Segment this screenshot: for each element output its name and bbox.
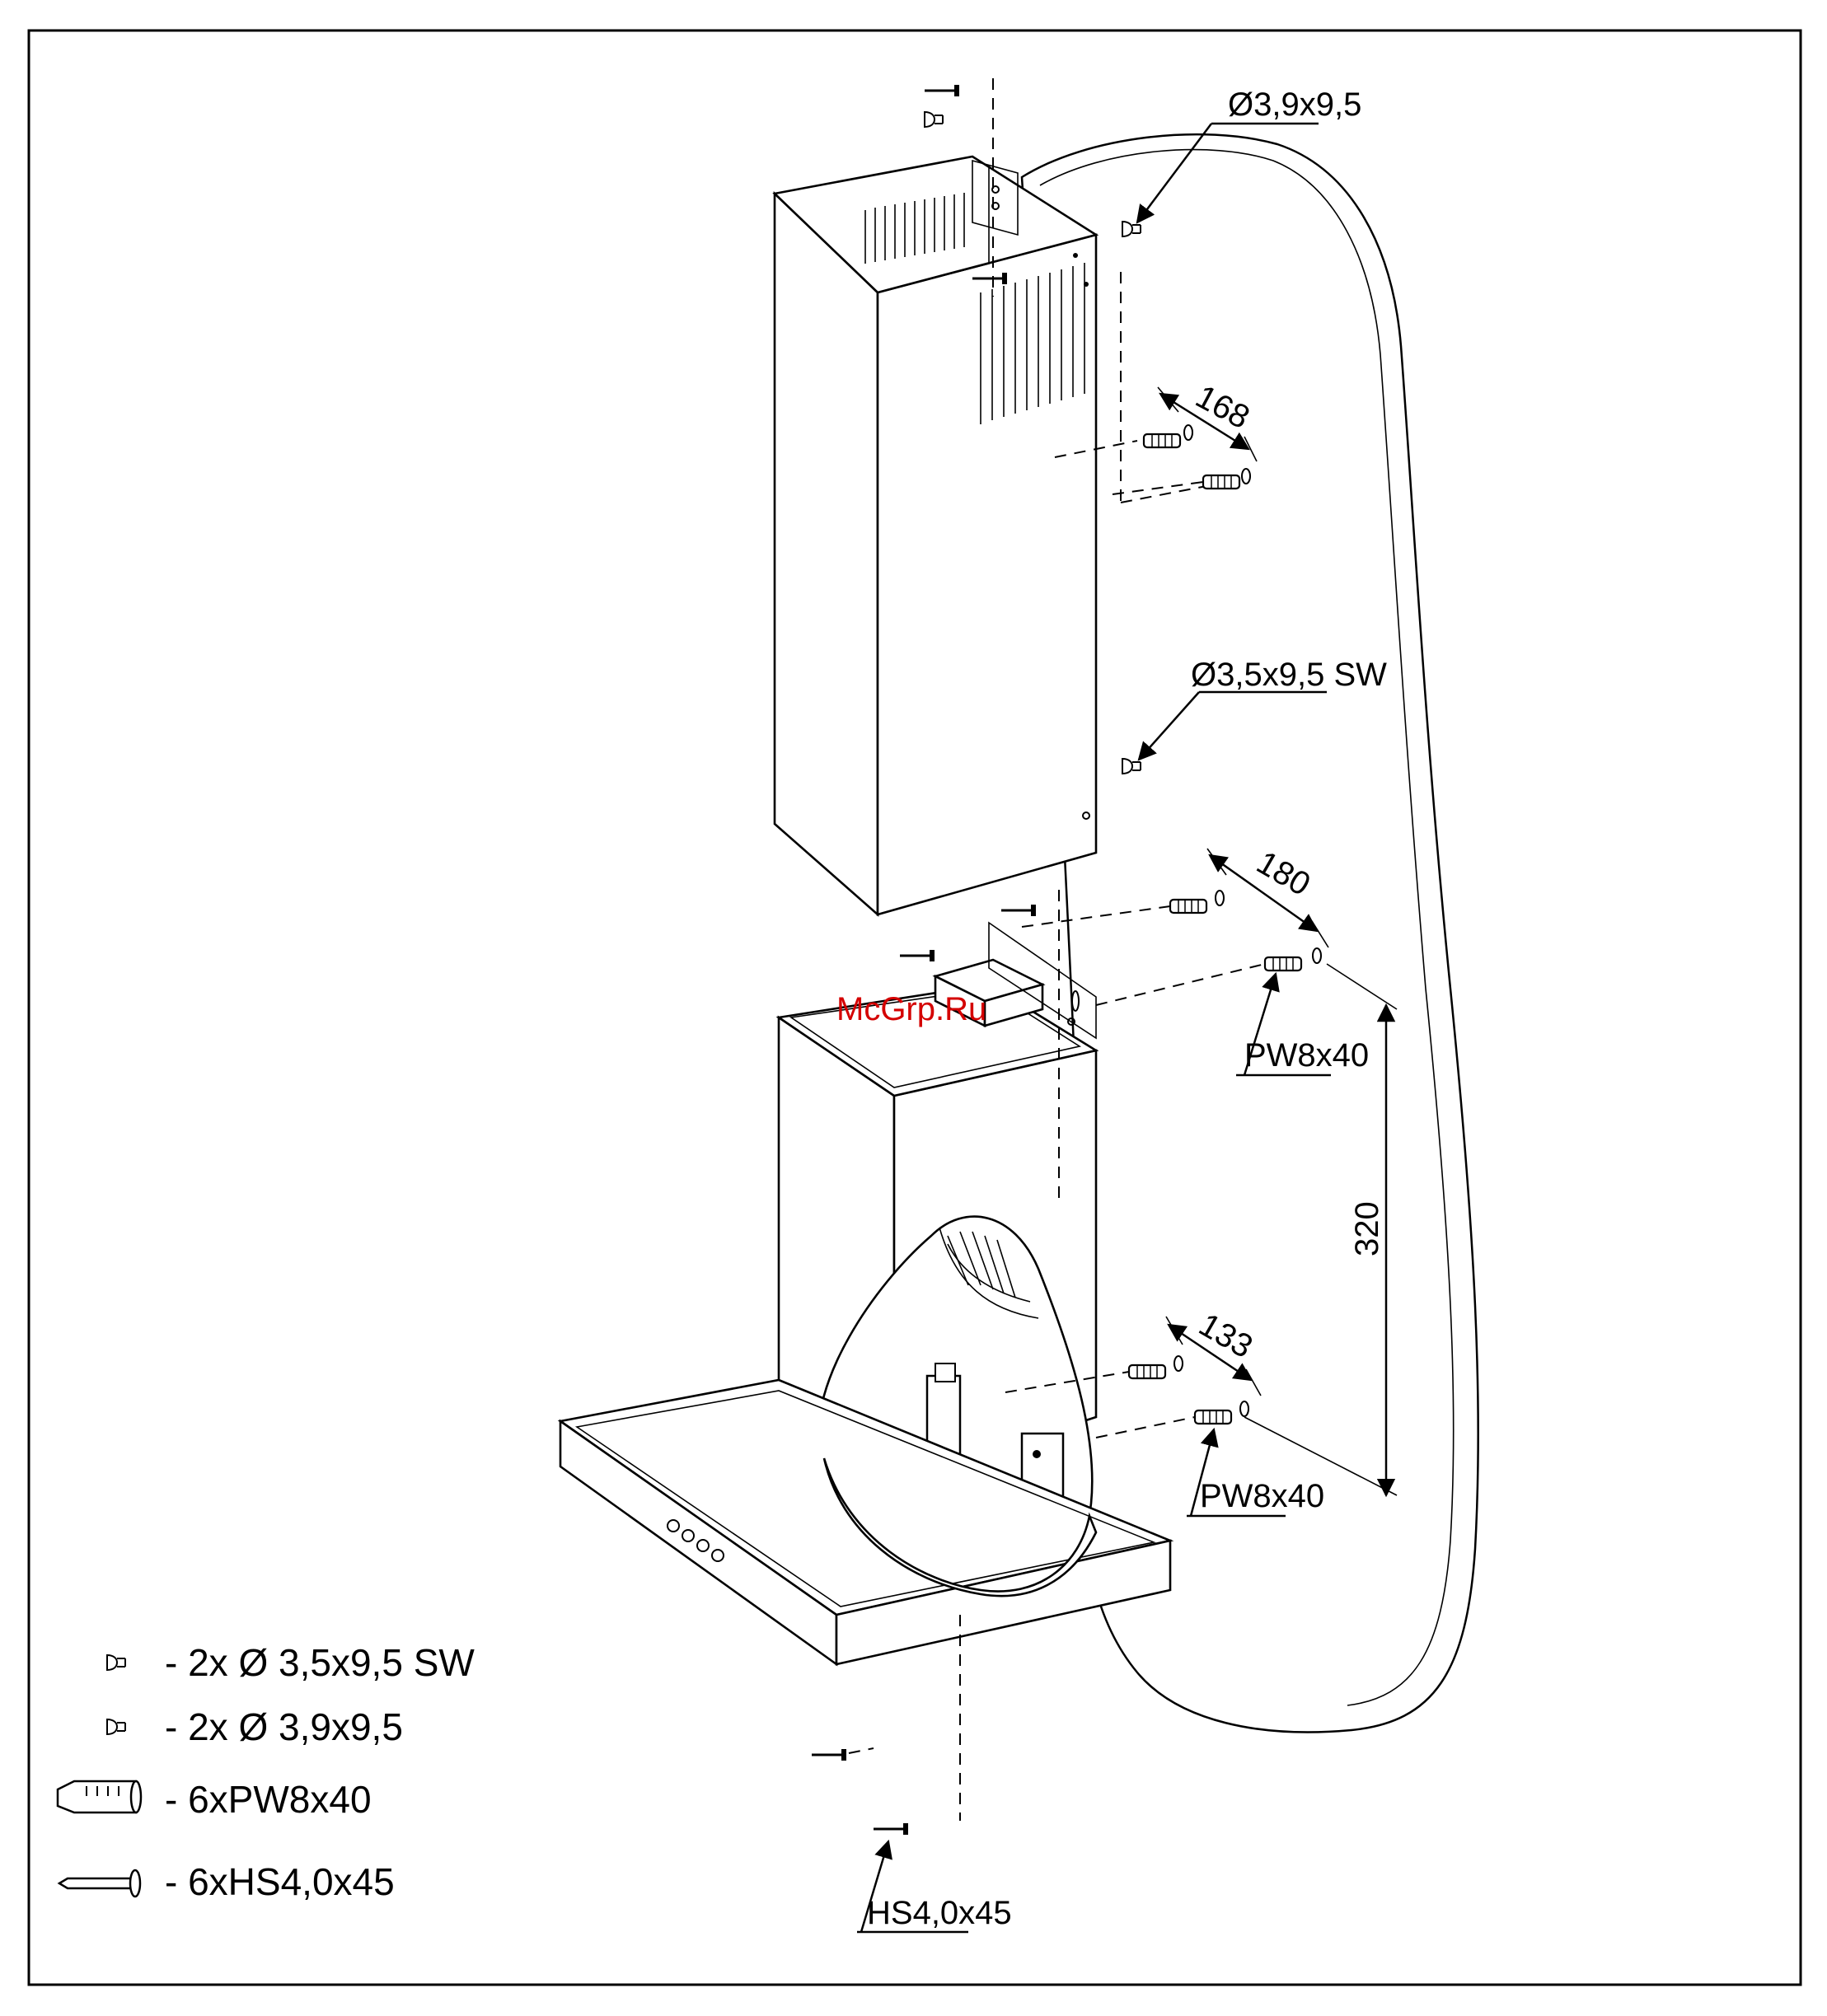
plug-133-a-icon [1129,1365,1165,1378]
dimension-133: 133 [1166,1307,1261,1396]
hole-icon [1242,469,1250,484]
plug-lower-label: PW8x40 [1200,1478,1324,1514]
legend-item-2: - 2x Ø 3,9x9,5 [165,1705,403,1748]
hole-icon [1216,891,1224,905]
legend-item-1: - 2x Ø 3,5x9,5 SW [165,1641,475,1684]
screw-35-label: Ø3,5x9,5 SW [1191,657,1387,693]
plug-168-a-icon [1144,434,1180,447]
control-knob-icon [697,1540,709,1551]
legend-wall-plug-icon [58,1781,141,1813]
upper-chimney [775,157,1096,914]
plug-upper-label: PW8x40 [1244,1037,1369,1073]
collar-screw-icon [900,950,935,961]
hole-icon [1174,1356,1183,1371]
legend-small-screw-icon [107,1719,125,1734]
svg-text:180: 180 [1251,844,1317,903]
svg-text:320: 320 [1349,1201,1385,1256]
wall-outline-inner [1040,150,1454,1705]
control-knob-icon [668,1520,679,1532]
hole-icon [1240,1401,1248,1416]
legend-long-screw-icon [59,1870,140,1897]
svg-text:168: 168 [1190,378,1256,436]
svg-text:133: 133 [1193,1307,1259,1365]
screw-39-label: Ø3,9x9,5 [1228,87,1361,123]
wood-screw-icon [874,1823,908,1835]
hole-icon [1184,425,1192,440]
bracket-screw-icon [1001,905,1036,916]
control-knob-icon [682,1530,694,1541]
legend-small-screw-icon [107,1655,125,1670]
hood-screw-icon [812,1749,846,1761]
legend-item-3: - 6xPW8x40 [165,1778,372,1821]
legend-item-4: - 6xHS4,0x45 [165,1860,395,1903]
screw-39-icon [1122,222,1141,236]
watermark: McGrp.Ru [836,991,986,1027]
parts-legend: - 2x Ø 3,5x9,5 SW - 2x Ø 3,9x9,5 - 6xPW8… [58,1641,475,1903]
screw-35-icon [1122,759,1141,774]
plug-180-a-icon [1170,900,1206,913]
top-screw-icon [925,85,959,96]
upper-chimney-front-face [775,194,878,914]
plug-180-b-icon [1265,957,1301,971]
top-small-screw-icon [925,112,943,127]
hole-icon [1313,948,1321,963]
dimension-180: 180 [1207,844,1328,947]
plug-133-b-icon [1195,1410,1231,1424]
wood-screw-label: HS4,0x45 [867,1895,1012,1931]
plug-168-b-icon [1203,475,1239,489]
dimension-168: 168 [1158,378,1257,461]
upper-chimney-side-face [878,235,1096,914]
control-knob-icon [712,1550,724,1561]
